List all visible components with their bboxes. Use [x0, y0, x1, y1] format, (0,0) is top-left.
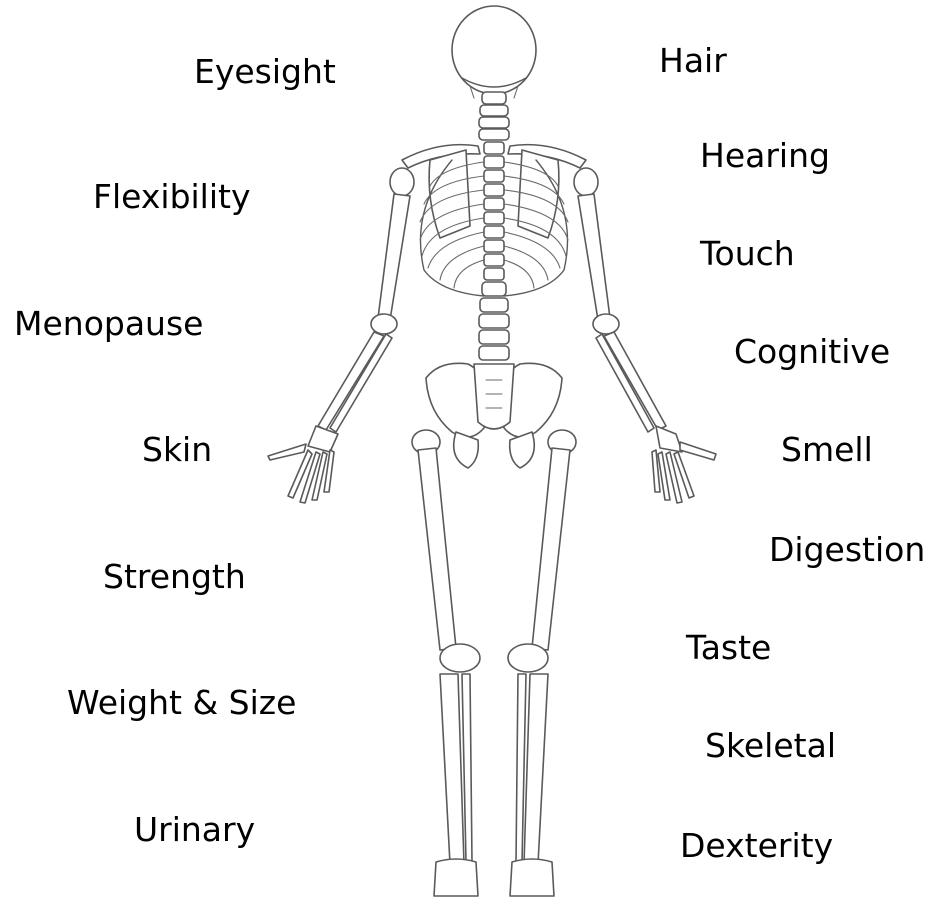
- label-touch: Touch: [700, 237, 795, 270]
- label-hair: Hair: [659, 44, 727, 77]
- label-menopause: Menopause: [14, 307, 203, 340]
- label-strength: Strength: [103, 560, 246, 593]
- label-weight-and-size: Weight & Size: [67, 686, 296, 719]
- label-urinary: Urinary: [134, 813, 255, 846]
- left-arm: [318, 168, 414, 432]
- label-skeletal: Skeletal: [705, 729, 836, 762]
- cervical-spine: [479, 92, 509, 140]
- label-eyesight: Eyesight: [194, 55, 336, 88]
- label-flexibility: Flexibility: [93, 180, 251, 213]
- right-leg: [508, 430, 576, 896]
- spine: [479, 142, 509, 360]
- label-digestion: Digestion: [769, 533, 925, 566]
- label-taste: Taste: [686, 631, 771, 664]
- label-skin: Skin: [142, 433, 212, 466]
- label-dexterity: Dexterity: [680, 829, 833, 862]
- right-arm: [574, 168, 666, 432]
- left-leg: [412, 430, 480, 896]
- left-hand: [268, 426, 338, 503]
- pelvis: [426, 363, 562, 468]
- label-hearing: Hearing: [700, 139, 830, 172]
- skull: [452, 6, 536, 98]
- right-hand: [652, 426, 716, 503]
- label-smell: Smell: [781, 433, 873, 466]
- label-cognitive: Cognitive: [734, 335, 890, 368]
